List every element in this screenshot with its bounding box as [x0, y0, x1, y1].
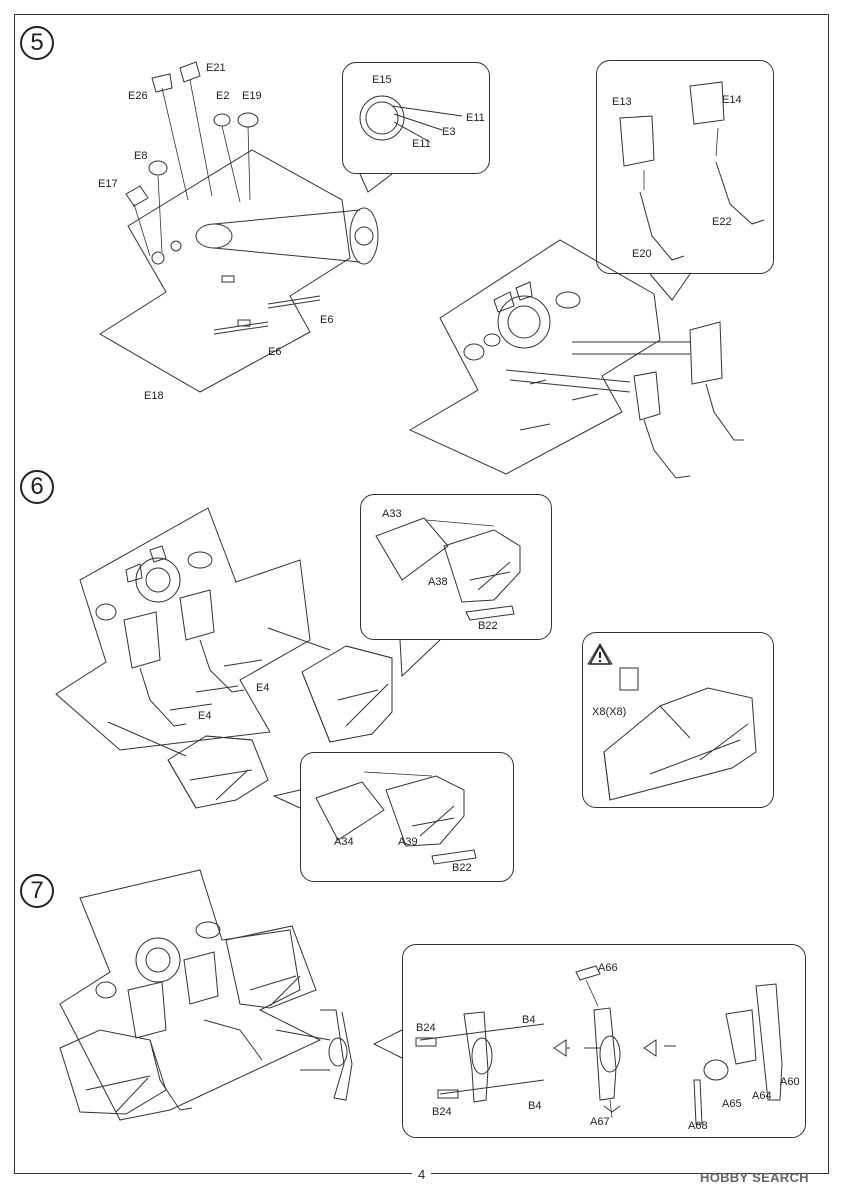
part-label: E8	[134, 150, 148, 162]
part-label: A34	[334, 836, 354, 848]
callout-x8-warning	[582, 632, 774, 808]
part-label: A38	[428, 576, 448, 588]
step-number-7: 7	[20, 874, 54, 908]
part-label: E22	[712, 216, 732, 228]
part-label: B24	[416, 1022, 436, 1034]
part-label: E11	[466, 112, 485, 124]
part-label: A65	[722, 1098, 742, 1110]
part-label: E26	[128, 90, 148, 102]
part-label: E11	[412, 138, 431, 150]
fender-box-step6	[167, 645, 393, 809]
part-label: E14	[722, 94, 742, 106]
watermark: HOBBY SEARCH	[700, 1170, 809, 1185]
step-number-5: 5	[20, 26, 54, 60]
part-label: E6	[268, 346, 282, 358]
part-label: E13	[612, 96, 632, 108]
part-label: E19	[242, 90, 262, 102]
part-label: E3	[442, 126, 456, 138]
part-label: B24	[432, 1106, 452, 1118]
hull-plate-step5	[99, 61, 379, 393]
part-label: B22	[478, 620, 498, 632]
part-label: A67	[590, 1116, 610, 1128]
part-label: A66	[598, 962, 618, 974]
part-label: E20	[632, 248, 652, 260]
part-label: A39	[398, 836, 418, 848]
part-label: A64	[752, 1090, 772, 1102]
part-label: E4	[256, 682, 270, 694]
warning-icon	[589, 644, 611, 665]
part-label: E6	[320, 314, 334, 326]
part-label: E2	[216, 90, 230, 102]
part-label: A68	[688, 1120, 708, 1132]
callout-exhaust-pipes	[596, 60, 774, 274]
part-label: X8(X8)	[592, 706, 627, 718]
page-number: 4	[412, 1167, 432, 1182]
hull-plate-step7	[59, 869, 353, 1121]
callout-e15-flange	[342, 62, 490, 174]
part-label: B4	[528, 1100, 542, 1112]
part-label: E21	[206, 62, 226, 74]
part-label: E17	[98, 178, 118, 190]
hull-plate-step5-assembled	[408, 239, 744, 479]
part-label: E4	[198, 710, 212, 722]
part-label: E15	[372, 74, 392, 86]
callout-a34-a39	[300, 752, 514, 882]
step-number-6: 6	[20, 470, 54, 504]
part-label: A33	[382, 508, 402, 520]
part-label: B4	[522, 1014, 536, 1026]
part-label: B22	[452, 862, 472, 874]
callout-suspension	[402, 944, 806, 1138]
part-label: A60	[780, 1076, 800, 1088]
part-label: E18	[144, 390, 164, 402]
hull-plate-step6	[55, 507, 331, 757]
